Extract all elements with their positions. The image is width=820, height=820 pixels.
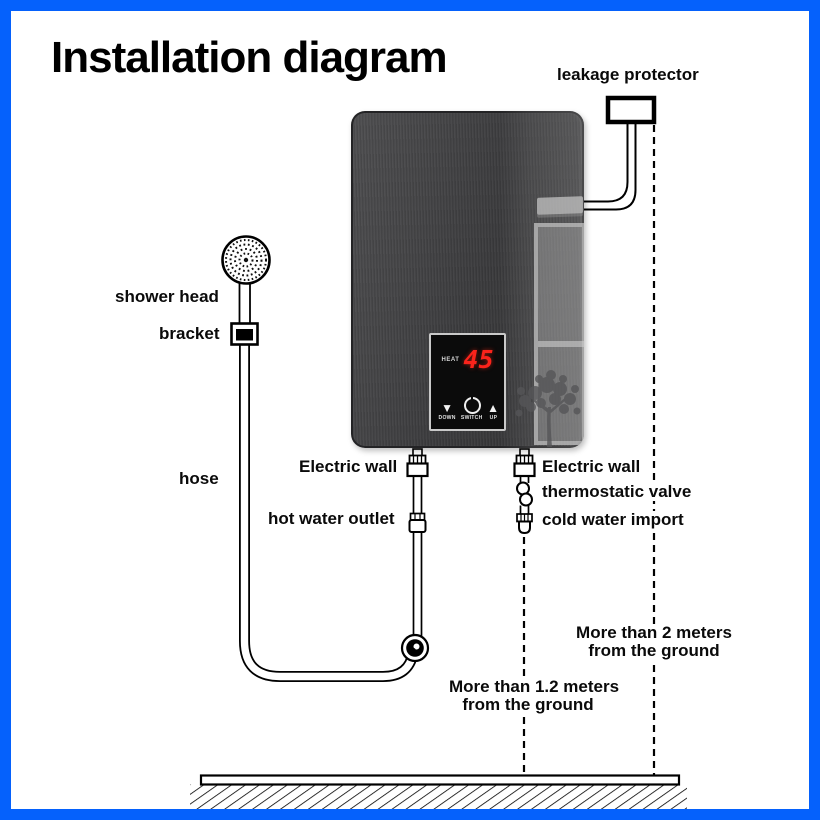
down-label: DOWN <box>438 415 456 421</box>
hose-line <box>239 343 419 682</box>
label-electric-wall-left: Electric wall <box>299 457 398 476</box>
label-cold-water-import: cold water import <box>540 510 686 529</box>
label-clearance-left: More than 1.2 meters from the ground <box>447 677 620 714</box>
thermostatic-valve-icon <box>516 481 533 507</box>
up-label: UP <box>489 415 497 421</box>
hot-water-pipe <box>406 448 429 637</box>
power-wire <box>582 124 637 211</box>
diagram-lineart <box>190 95 687 809</box>
cold-water-pipe <box>513 448 536 535</box>
switch-button: SWITCH <box>459 394 484 421</box>
up-button: ▲ UP <box>487 401 499 421</box>
vent-highlight <box>537 196 583 215</box>
temperature-display: 45 <box>463 345 494 374</box>
shower-handle <box>238 279 251 323</box>
power-icon <box>463 397 481 414</box>
label-clearance-right: More than 2 meters from the ground <box>574 624 734 660</box>
label-leakage-protector: leakage protector <box>557 65 699 84</box>
heat-label: HEAT <box>441 357 460 364</box>
water-heater: HEAT 45 ▼ DOWN SWITCH ▲ UP <box>351 111 584 448</box>
ground-line <box>190 774 687 809</box>
label-shower-head: shower head <box>115 287 219 306</box>
down-arrow-icon: ▼ <box>441 401 454 416</box>
plant-reflection <box>515 370 581 447</box>
leakage-protector-box <box>605 95 657 125</box>
down-button: ▼ DOWN <box>437 401 457 421</box>
label-thermostatic-valve: thermostatic valve <box>540 482 694 501</box>
shower-head-icon <box>221 235 271 285</box>
label-hose: hose <box>179 469 219 488</box>
pipe-connector-icon <box>400 633 430 663</box>
label-hot-water-outlet: hot water outlet <box>268 509 395 528</box>
up-arrow-icon: ▲ <box>487 401 499 416</box>
page-title: Installation diagram <box>51 33 448 82</box>
label-bracket: bracket <box>159 324 220 343</box>
switch-label: SWITCH <box>461 415 483 421</box>
label-electric-wall-right: Electric wall <box>540 457 643 476</box>
bracket-icon <box>230 322 259 346</box>
control-panel: HEAT 45 ▼ DOWN SWITCH ▲ UP <box>429 333 506 431</box>
